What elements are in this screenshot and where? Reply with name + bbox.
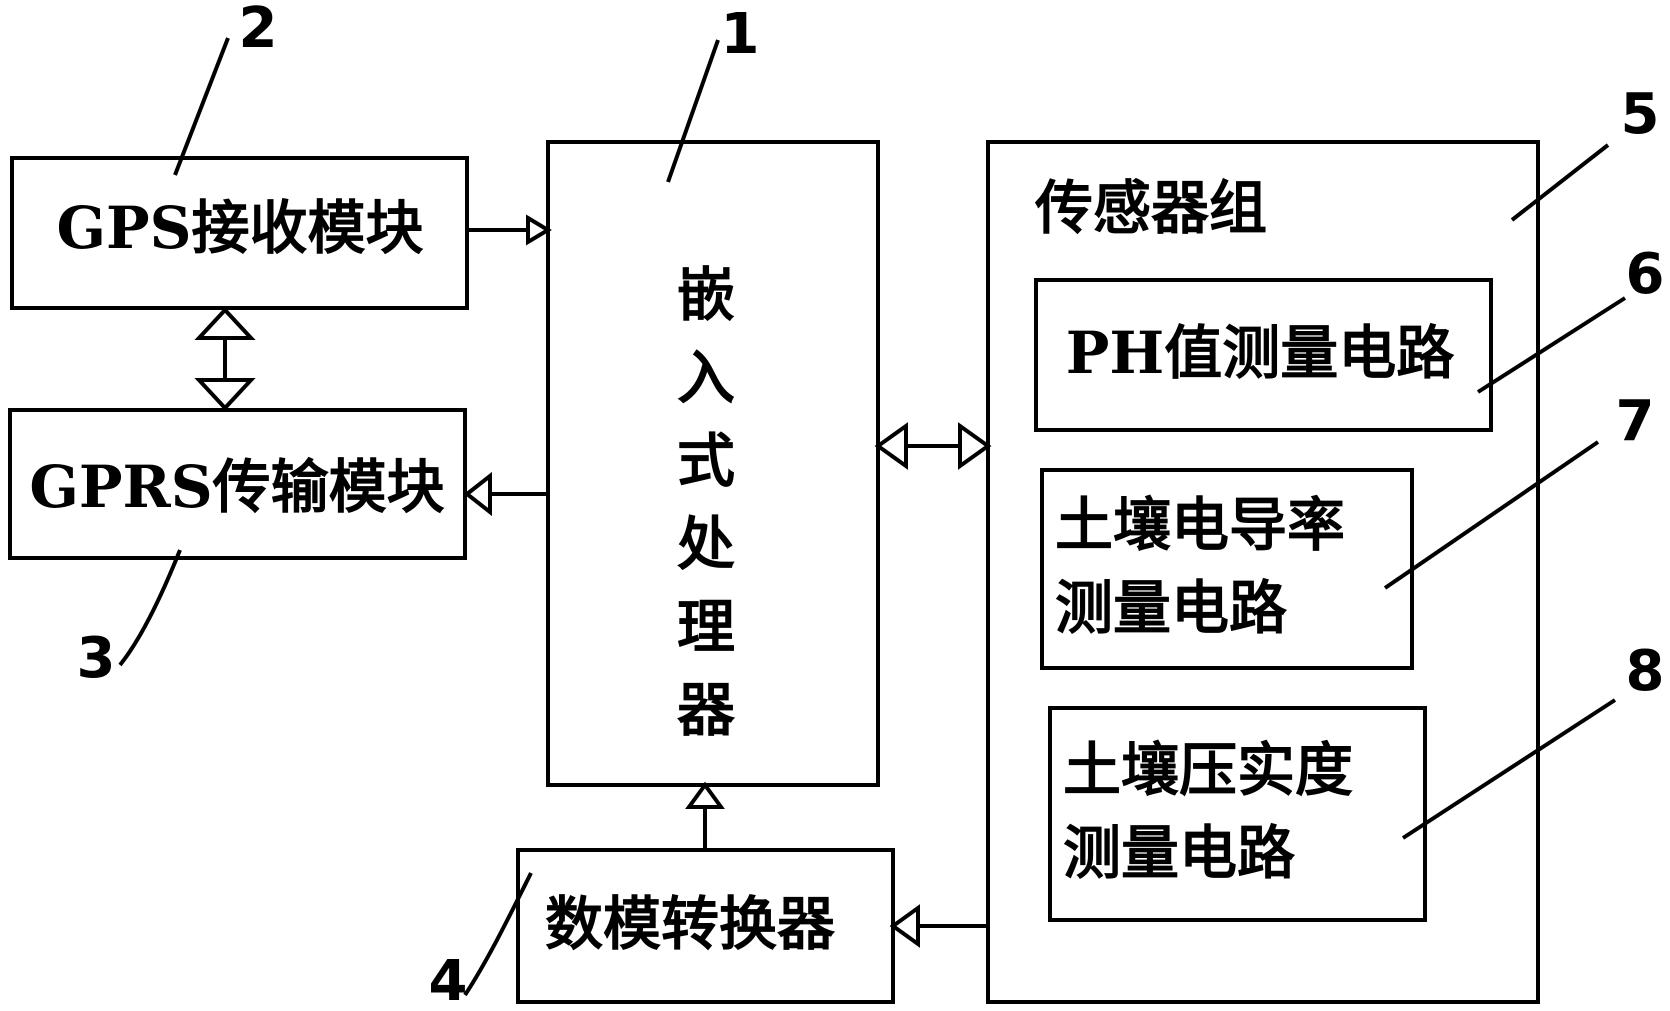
- ref-2: 2: [173, 0, 278, 176]
- processor-char-5: 理: [677, 593, 735, 661]
- gps-receiver-module: GPS接收模块: [10, 156, 469, 310]
- ref-number-2: 2: [239, 0, 278, 61]
- sensor-group-label: 传感器组: [1034, 174, 1267, 242]
- gps-to-processor-arrow: [467, 214, 552, 246]
- ref-number-6: 6: [1626, 242, 1665, 307]
- processor-sensor-bidirectional-arrow: [874, 422, 992, 470]
- compaction-measurement-circuit: 土壤压实度 测量电路: [1048, 706, 1427, 922]
- compaction-label-line2: 测量电路: [1063, 819, 1296, 887]
- gprs-transmission-module: GPRS传输模块: [8, 408, 467, 560]
- ref-6: 6: [1476, 242, 1665, 394]
- processor-char-2: 入: [677, 344, 735, 412]
- conductivity-label-line2: 测量电路: [1055, 574, 1288, 642]
- ph-label: PH值测量电路: [1066, 319, 1455, 387]
- ref-3: 3: [77, 549, 182, 691]
- gps-receiver-label: GPS接收模块: [56, 194, 423, 262]
- ph-measurement-circuit: PH值测量电路: [1034, 278, 1493, 432]
- ref-1: 1: [666, 2, 760, 183]
- gprs-transmission-label: GPRS传输模块: [29, 453, 444, 521]
- processor-to-gprs-arrow: [463, 471, 548, 517]
- ref-number-3: 3: [77, 626, 116, 691]
- ref-number-4: 4: [429, 949, 468, 1011]
- ref-number-7: 7: [1616, 389, 1655, 454]
- ref-number-1: 1: [721, 2, 760, 67]
- converter-label: 数模转换器: [545, 890, 836, 958]
- conductivity-label-line1: 土壤电导率: [1055, 491, 1345, 559]
- processor-char-4: 处: [677, 510, 735, 578]
- processor-char-3: 式: [677, 427, 735, 495]
- ref-7: 7: [1383, 389, 1655, 590]
- gps-gprs-bidirectional-arrow: [194, 307, 256, 411]
- processor-char-6: 器: [677, 676, 736, 744]
- processor-char-1: 嵌: [677, 261, 735, 329]
- ref-4: 4: [429, 872, 533, 1011]
- ref-number-5: 5: [1621, 82, 1660, 147]
- embedded-processor: 嵌 入 式 处 理 器: [546, 140, 880, 787]
- ref-8: 8: [1401, 639, 1665, 840]
- digital-analog-converter: 数模转换器: [516, 848, 895, 1004]
- compaction-label-line1: 土壤压实度: [1063, 736, 1353, 804]
- conductivity-measurement-circuit: 土壤电导率 测量电路: [1040, 468, 1414, 670]
- ref-number-8: 8: [1626, 639, 1665, 704]
- converter-to-processor-arrow: [685, 781, 725, 850]
- ref-5: 5: [1510, 82, 1660, 222]
- sensor-to-converter-arrow: [889, 904, 988, 948]
